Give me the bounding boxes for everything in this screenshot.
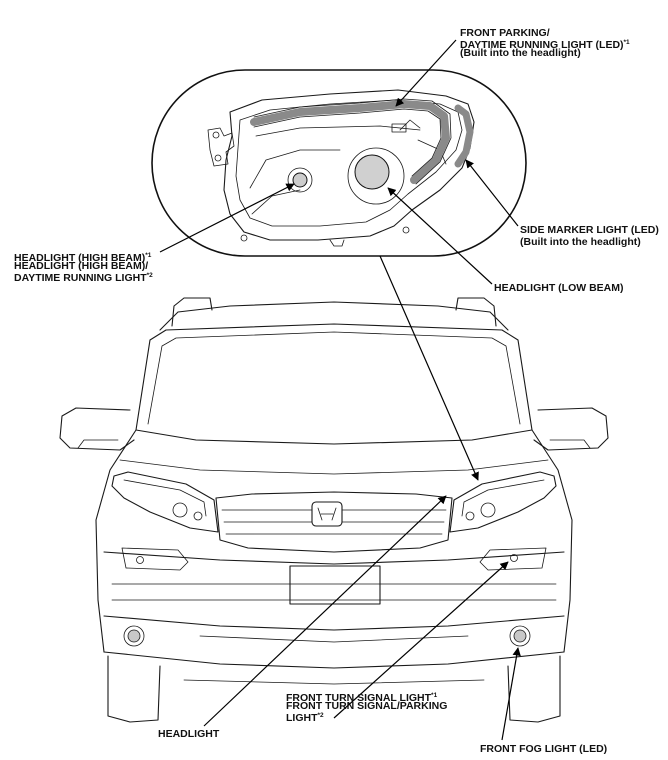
high_beam-line-2: HEADLIGHT (HIGH BEAM)/ xyxy=(14,260,148,272)
callout-labels: FRONT PARKING/DAYTIME RUNNING LIGHT (LED… xyxy=(14,27,659,755)
vehicle-front-view xyxy=(59,297,609,723)
parking_drl-line-2-footnote: *1 xyxy=(624,39,631,46)
leader-low-beam xyxy=(387,187,493,285)
side_marker-line-1: SIDE MARKER LIGHT (LED) xyxy=(520,224,659,236)
turn_signal-line-1: FRONT TURN SIGNAL LIGHT xyxy=(286,692,432,704)
turn_signal-line-3-footnote: *2 xyxy=(318,712,325,719)
leader-lines xyxy=(159,39,521,741)
high_beam-line-3-footnote: *2 xyxy=(147,272,154,279)
parking_drl-line-1: FRONT PARKING/ xyxy=(460,27,550,39)
headlight-detail-callout xyxy=(151,69,527,257)
high_beam-line-1: HEADLIGHT (HIGH BEAM) xyxy=(14,252,145,264)
low_beam-line-1: HEADLIGHT (LOW BEAM) xyxy=(494,282,623,294)
leader-side-marker xyxy=(465,159,519,227)
leader-turn-signal xyxy=(333,561,509,719)
headlight-line-1: HEADLIGHT xyxy=(158,728,220,740)
leader-parking-drl xyxy=(395,39,457,107)
leader-fog xyxy=(501,647,521,741)
parking_drl-line-3: (Built into the headlight) xyxy=(460,47,581,59)
label-parking-drl: FRONT PARKING/DAYTIME RUNNING LIGHT (LED… xyxy=(460,27,630,59)
turn_signal-line-1-footnote: *1 xyxy=(431,692,438,699)
leader-headlight xyxy=(203,495,447,727)
turn_signal-line-2: FRONT TURN SIGNAL/PARKING xyxy=(286,700,447,712)
headlight-assembly-detail xyxy=(207,89,475,247)
leader-detail-to-vehicle xyxy=(379,255,479,481)
high_beam-line-1-footnote: *1 xyxy=(145,252,152,259)
label-low-beam: HEADLIGHT (LOW BEAM) xyxy=(494,282,623,294)
leader-high-beam xyxy=(159,183,295,253)
label-fog: FRONT FOG LIGHT (LED) xyxy=(480,743,607,755)
fog-line-1: FRONT FOG LIGHT (LED) xyxy=(480,743,607,755)
parking_drl-line-2: DAYTIME RUNNING LIGHT (LED) xyxy=(460,39,624,51)
turn_signal-line-3: LIGHT xyxy=(286,712,318,724)
label-side-marker: SIDE MARKER LIGHT (LED)(Built into the h… xyxy=(520,224,659,248)
label-headlight: HEADLIGHT xyxy=(158,728,220,740)
side_marker-line-2: (Built into the headlight) xyxy=(520,236,641,248)
high_beam-line-3: DAYTIME RUNNING LIGHT xyxy=(14,272,147,284)
